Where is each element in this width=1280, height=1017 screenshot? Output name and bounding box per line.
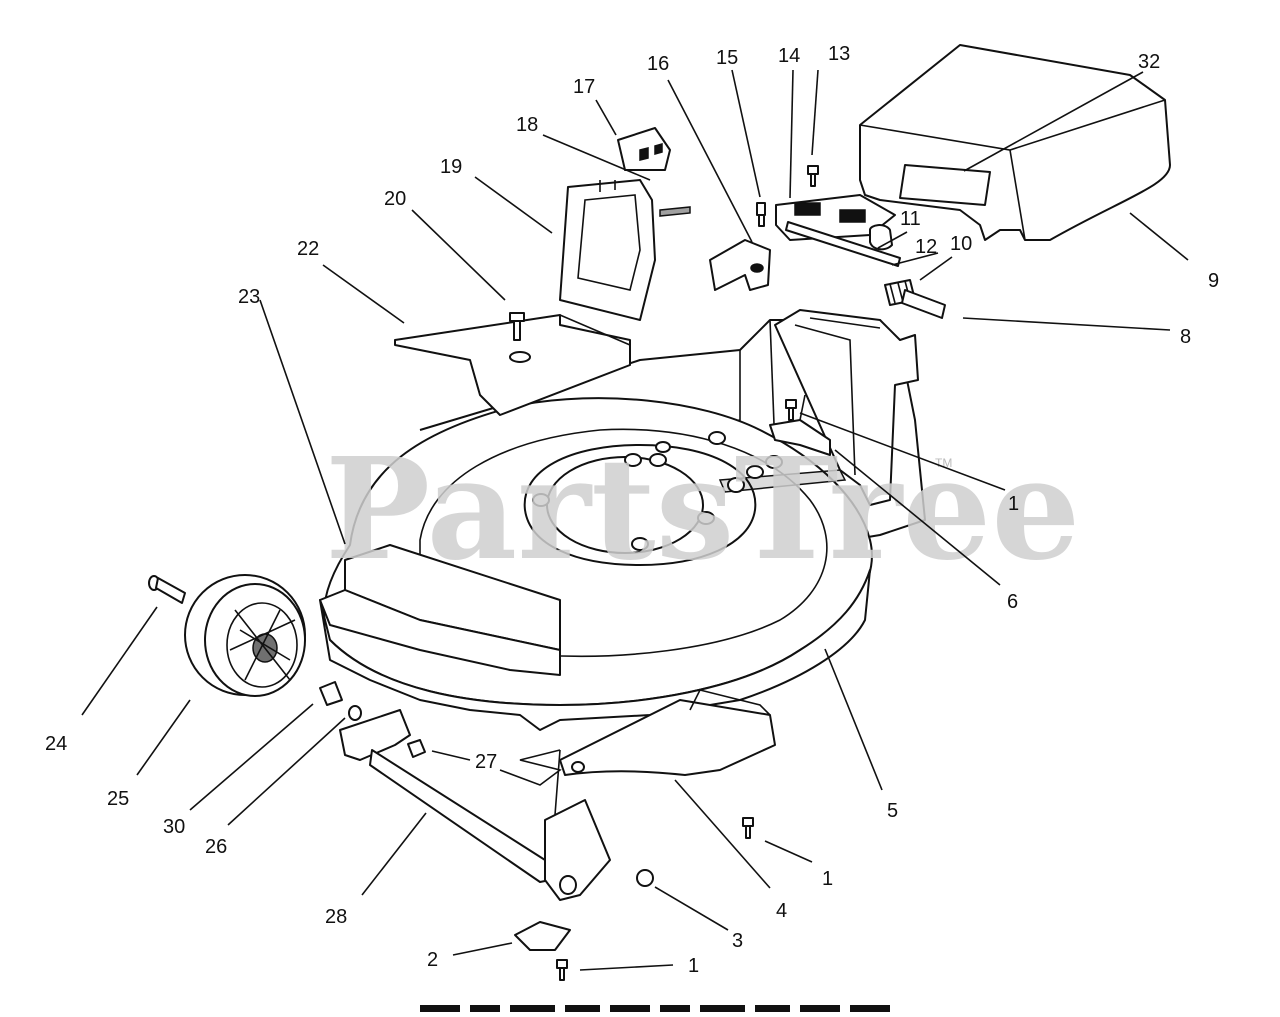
screw-13 <box>807 165 819 187</box>
callout-1-mid: 1 <box>822 868 833 890</box>
callout-12: 12 <box>915 236 937 258</box>
callout-24: 24 <box>45 733 67 755</box>
bolt-1-mid <box>742 817 754 839</box>
callout-16: 16 <box>647 53 669 75</box>
discharge-chute <box>559 179 656 321</box>
callout-14: 14 <box>778 45 800 67</box>
rear-axle-28 <box>339 709 611 901</box>
height-lever-4 <box>559 689 776 776</box>
spacer-30 <box>319 681 343 706</box>
bolt-1-lower <box>556 959 568 981</box>
callout-8: 8 <box>1180 326 1191 348</box>
rear-flap <box>394 314 631 416</box>
callout-6: 6 <box>1007 591 1018 613</box>
callout-1-upper: 1 <box>1008 493 1019 515</box>
callout-15: 15 <box>716 47 738 69</box>
callout-5: 5 <box>887 800 898 822</box>
bracket-17 <box>617 127 671 171</box>
rod-8 <box>901 289 946 319</box>
callout-26: 26 <box>205 836 227 858</box>
callout-17: 17 <box>573 76 595 98</box>
wheel-25 <box>184 574 306 697</box>
bolt-20 <box>509 312 525 341</box>
callout-3: 3 <box>732 930 743 952</box>
washer-26 <box>348 705 362 721</box>
callout-13: 13 <box>828 43 850 65</box>
bolt-1-upper <box>785 399 797 421</box>
callout-2: 2 <box>427 949 438 971</box>
leader-lines <box>81 69 1189 971</box>
bracket-6 <box>769 394 831 456</box>
callout-10: 10 <box>950 233 972 255</box>
cropped-title-fragment <box>420 1005 890 1012</box>
callout-23: 23 <box>238 286 260 308</box>
callout-19: 19 <box>440 156 462 178</box>
callout-25: 25 <box>107 788 129 810</box>
callout-22: 22 <box>297 238 319 260</box>
watermark-text: PartsTree <box>325 428 1080 592</box>
callout-4: 4 <box>776 900 787 922</box>
nut-27 <box>407 739 426 758</box>
plate-2 <box>514 921 571 951</box>
pin-18 <box>659 206 691 217</box>
hinge-rod <box>785 221 901 267</box>
callout-20: 20 <box>384 188 406 210</box>
screw-15 <box>756 202 766 227</box>
callout-30: 30 <box>163 816 185 838</box>
lever-rod <box>499 749 562 816</box>
axle-bolt-24 <box>148 575 186 604</box>
hinge-bracket-16 <box>709 239 771 291</box>
watermark-tm: TM <box>935 456 952 470</box>
callout-11: 11 <box>900 208 921 230</box>
callouts: 32 9 13 14 15 16 17 18 19 20 22 23 11 12… <box>45 43 1219 977</box>
mount-bosses <box>532 431 783 551</box>
callout-1-lower: 1 <box>688 955 699 977</box>
bushing-3 <box>636 869 654 887</box>
callout-18: 18 <box>516 114 538 136</box>
callout-32: 32 <box>1138 51 1160 73</box>
deck-housing <box>319 309 926 731</box>
callout-9: 9 <box>1208 270 1219 292</box>
callout-28: 28 <box>325 906 347 928</box>
callout-27: 27 <box>475 751 497 773</box>
